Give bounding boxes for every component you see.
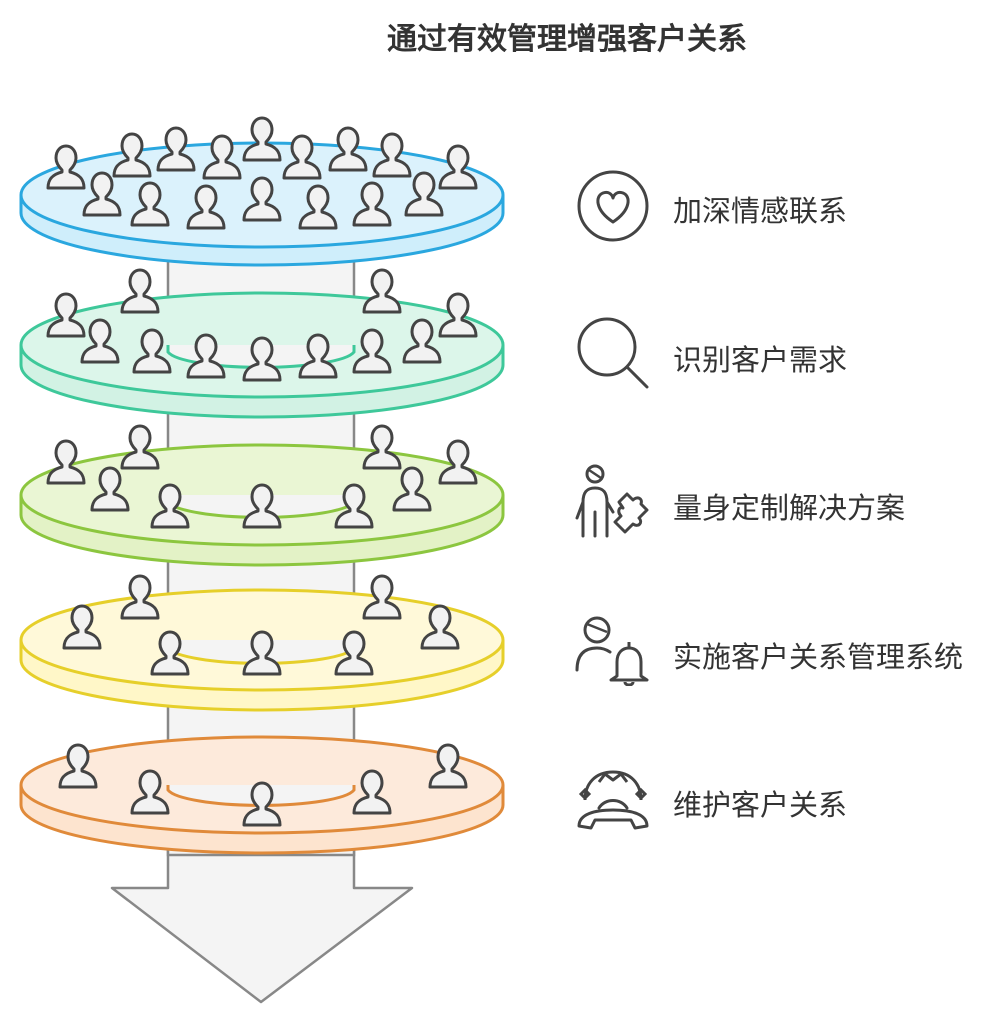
agent-phone-icon bbox=[577, 770, 649, 830]
person-puzzle-icon bbox=[575, 464, 649, 538]
page-title: 通过有效管理增强客户关系 bbox=[387, 22, 747, 57]
layer-2-disc bbox=[19, 268, 505, 419]
item-label-1: 加深情感联系 bbox=[673, 194, 848, 228]
item-label-2: 识别客户需求 bbox=[673, 343, 848, 377]
layer-4-disc bbox=[19, 574, 505, 712]
layer-3-disc bbox=[19, 424, 505, 567]
layer-5-disc bbox=[19, 735, 505, 855]
magnifier-icon bbox=[577, 317, 649, 389]
down-arrow bbox=[110, 848, 414, 1004]
heart-icon bbox=[577, 170, 649, 242]
user-bell-icon bbox=[575, 616, 649, 686]
item-label-4: 实施客户关系管理系统 bbox=[673, 640, 964, 674]
item-label-3: 量身定制解决方案 bbox=[673, 491, 906, 525]
layer-1-disc bbox=[19, 116, 505, 267]
item-label-5: 维护客户关系 bbox=[673, 788, 848, 822]
